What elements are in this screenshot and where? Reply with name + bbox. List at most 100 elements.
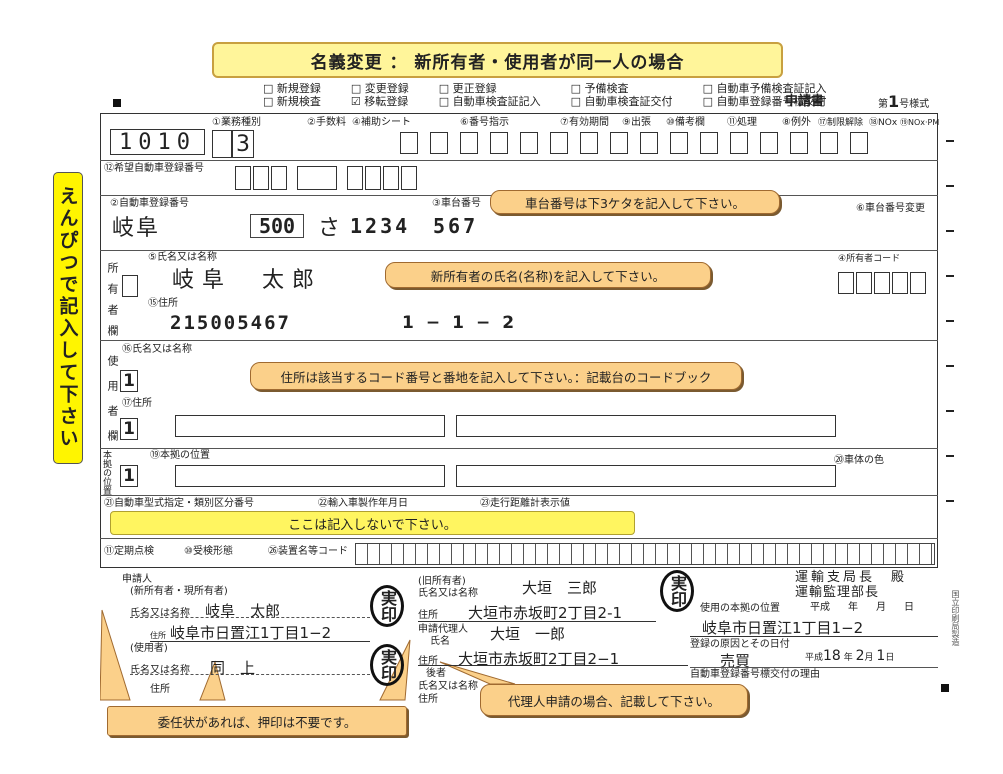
checkbox-option[interactable]: □ 自動車予備検査証記入	[702, 82, 827, 95]
office-name: 運輸支局長 殿	[795, 570, 907, 585]
divider	[100, 448, 938, 449]
address-code-boxes[interactable]	[175, 465, 445, 487]
agent-address-line[interactable]: 住所大垣市赤坂町2丁目2−1	[418, 648, 688, 668]
device-code-boxes[interactable]	[355, 543, 935, 565]
divider	[100, 495, 938, 496]
code-box[interactable]	[460, 132, 478, 154]
option-group[interactable]: □ 変更登録☑ 移転登録	[351, 82, 409, 108]
option-group[interactable]: □ 更正登録□ 自動車検査証記入	[439, 82, 541, 108]
checkbox-option[interactable]: □ 新規検査	[263, 95, 321, 108]
code-box[interactable]	[850, 132, 868, 154]
class-number: 500	[250, 214, 304, 238]
prefecture-field[interactable]: 岐阜	[112, 216, 161, 241]
label-base: 使用の本拠の位置	[700, 603, 780, 614]
kibou-box[interactable]	[297, 166, 337, 190]
old-owner-address-line[interactable]: 住所大垣市赤坂町2丁目2-1	[418, 602, 656, 622]
code-box[interactable]	[580, 132, 598, 154]
new-owner-name-line[interactable]: 氏名又は名称 岐阜 太郎	[130, 600, 370, 620]
kibou-box[interactable]	[401, 166, 417, 190]
owner-code-box[interactable]	[838, 272, 854, 294]
margin-ticks	[946, 140, 954, 502]
address-number-field[interactable]: 1−1−2	[402, 313, 515, 333]
code-box[interactable]	[670, 132, 688, 154]
label-noxpm: ⑲NOx·PM	[900, 118, 940, 127]
checkbox-option[interactable]: □ 自動車登録番号標交付	[702, 95, 827, 108]
option-group[interactable]: □ 新規登録□ 新規検査	[263, 82, 321, 108]
code-box[interactable]	[490, 132, 508, 154]
label-new-owner: (新所有者・現所有者)	[130, 586, 228, 597]
kibou-box[interactable]	[365, 166, 381, 190]
code-box[interactable]	[820, 132, 838, 154]
new-owner-address-line[interactable]: 住所岐阜市日置江1丁目1−2	[150, 622, 370, 642]
base-address: 岐阜市日置江1丁目1−2	[702, 619, 864, 637]
day-unit: 日	[904, 602, 914, 613]
owner-name-field[interactable]: 岐阜 太郎	[172, 268, 323, 293]
kibou-box[interactable]	[235, 166, 251, 190]
owner-code-box[interactable]	[856, 272, 872, 294]
label-reason: 登録の原因とその日付	[690, 639, 790, 650]
label-agent-name: 氏名	[430, 636, 450, 647]
class-number-field[interactable]: 500	[250, 214, 304, 238]
owner-code-box[interactable]	[892, 272, 908, 294]
address-code-field[interactable]: 215005467	[170, 312, 291, 334]
kibou-box[interactable]	[383, 166, 399, 190]
gyomu-field[interactable]: 3	[232, 130, 254, 158]
callout-address: 住所は該当するコード番号と番地を記入して下さい。：記載台のコードブック	[250, 362, 742, 390]
label-user-address: ⑰住所	[122, 398, 152, 409]
code-box[interactable]	[760, 132, 778, 154]
seal-stamp: 実印	[370, 585, 404, 627]
owner-code-box[interactable]	[910, 272, 926, 294]
owner-code-boxes	[838, 272, 926, 294]
code-box[interactable]	[790, 132, 808, 154]
checkbox-option[interactable]: □ 自動車検査証交付	[570, 95, 673, 108]
base-address-grid	[175, 465, 836, 487]
code-box[interactable]	[430, 132, 448, 154]
base-address-line[interactable]: 岐阜市日置江1丁目1−2	[690, 617, 938, 637]
callout-chassis: 車台番号は下3ケタを記入して下さい。	[490, 190, 780, 214]
checkbox-option[interactable]: □ 自動車検査証記入	[438, 95, 541, 108]
code-box[interactable]	[640, 132, 658, 154]
office-2: 運輸監理部長	[795, 585, 880, 600]
code-box[interactable]	[400, 132, 418, 154]
gyomu-code-field[interactable]: 1010	[110, 129, 205, 155]
label-gyomu: ①業務種別	[212, 117, 261, 128]
checkbox-option[interactable]: ☑ 移転登録	[350, 95, 409, 108]
code-box[interactable]	[520, 132, 538, 154]
serial-number-field[interactable]: 1234	[350, 214, 411, 238]
address-number-boxes[interactable]	[456, 465, 836, 487]
pencil-note: えんぴつで記入して下さい	[53, 172, 83, 464]
checkbox-option[interactable]: □ 更正登録	[438, 82, 497, 95]
reason-date: 平成18 年 2月 1日	[805, 648, 894, 664]
side-label-base: 本拠の位置	[101, 450, 111, 495]
checkbox-option[interactable]: □ 予備検査	[570, 82, 629, 95]
label-yuko: ⑦有効期間	[560, 117, 609, 128]
user-address-same-field[interactable]: 1	[120, 418, 138, 440]
address-code-boxes[interactable]	[175, 415, 445, 437]
owner-code-box[interactable]	[874, 272, 890, 294]
date-line: 平成年月日	[810, 602, 914, 614]
option-group[interactable]: □ 予備検査□ 自動車検査証交付	[571, 82, 673, 108]
option-group[interactable]: □ 自動車予備検査証記入□ 自動車登録番号標交付	[703, 82, 827, 108]
kana-field[interactable]: さ	[318, 216, 341, 241]
checkbox-option[interactable]: □ 新規登録	[263, 82, 321, 95]
code-box[interactable]	[730, 132, 748, 154]
address-number-boxes[interactable]	[456, 415, 836, 437]
chassis-number-field[interactable]: 567	[433, 214, 479, 238]
year-unit: 年	[848, 602, 858, 613]
kibou-box[interactable]	[253, 166, 269, 190]
kibou-box[interactable]	[271, 166, 287, 190]
kibou-box[interactable]	[347, 166, 363, 190]
user-same-field[interactable]: 1	[120, 370, 138, 392]
gyomu-blank[interactable]	[212, 130, 232, 158]
code-box[interactable]	[610, 132, 628, 154]
code-box[interactable]	[700, 132, 718, 154]
checkbox-option[interactable]: □ 変更登録	[350, 82, 409, 95]
user-name-line[interactable]: 氏名又は名称同 上	[130, 657, 370, 677]
label-jusho: ⑮住所	[148, 298, 178, 309]
label-name: 氏名又は名称	[130, 665, 190, 676]
code-box[interactable]	[550, 132, 568, 154]
agent-name: 大垣 一郎	[490, 625, 566, 643]
owner-checkbox[interactable]	[122, 275, 138, 297]
label-souchi: ㉖装置名等コード	[268, 546, 348, 557]
base-same-field[interactable]: 1	[120, 465, 138, 487]
